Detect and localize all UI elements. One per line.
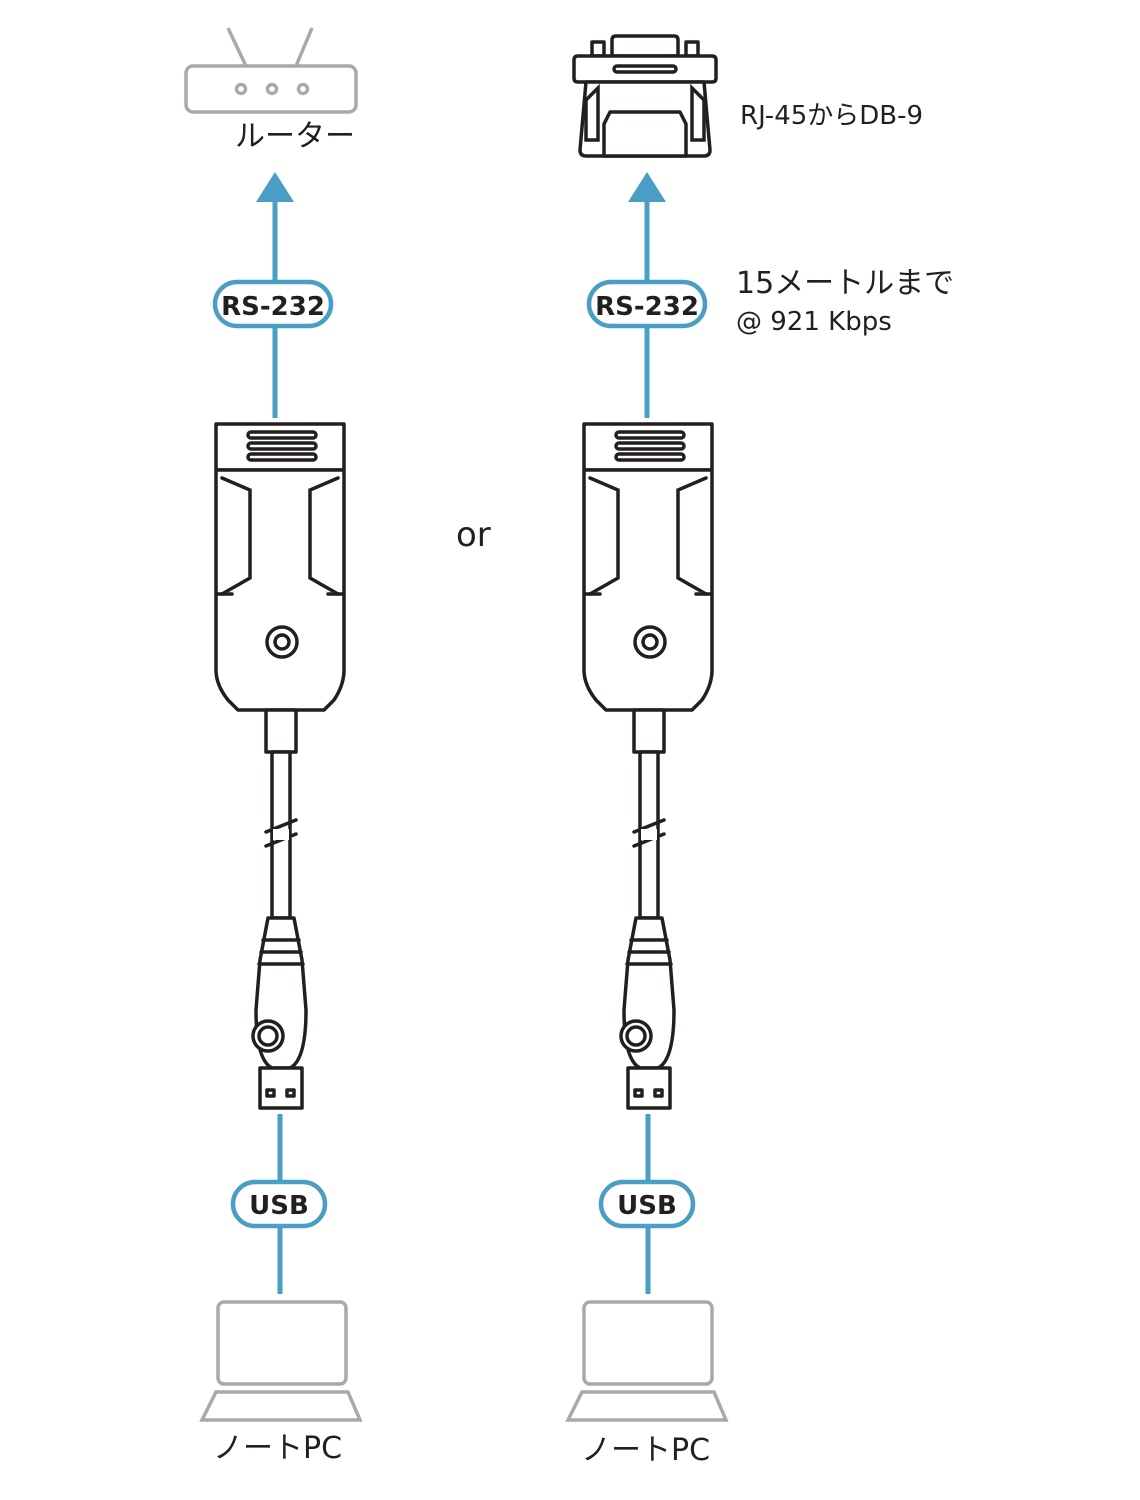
laptop-label-right: ノートPC	[581, 1433, 710, 1468]
left-connection-chain: RS-232	[199, 172, 363, 1466]
usb-plug-left	[251, 916, 308, 1110]
rs232-pill-label: RS-232	[221, 292, 325, 322]
usb-pill-label: USB	[617, 1191, 677, 1221]
usb-pill-right: USB	[598, 1179, 696, 1229]
right-connection-chain: RS-232	[565, 172, 729, 1468]
rs232-pill-left: RS-232	[212, 279, 334, 329]
adapter-label: RJ-45からDB-9	[740, 101, 923, 131]
distance-label: 15メートルまで	[736, 266, 954, 301]
speed-label: @ 921 Kbps	[736, 307, 892, 337]
usb-pill-left: USB	[230, 1179, 328, 1229]
usb-plug-right	[619, 916, 676, 1110]
usb-pill-label: USB	[249, 1191, 309, 1221]
up-arrow-icon	[628, 172, 666, 202]
rs232-pill-label: RS-232	[595, 292, 699, 322]
router-label: ルーター	[235, 119, 355, 154]
up-arrow-icon	[256, 172, 294, 202]
cable-right	[632, 750, 666, 920]
router-icon	[184, 27, 358, 114]
or-label: or	[456, 515, 491, 555]
cable-left	[264, 750, 298, 920]
db9-adapter-icon	[572, 34, 718, 158]
laptop-icon	[199, 1300, 363, 1422]
laptop-label-left: ノートPC	[213, 1431, 342, 1466]
rs232-pill-right: RS-232	[586, 279, 708, 329]
usb-serial-converter-right	[582, 422, 714, 754]
usb-serial-converter-left	[214, 422, 346, 754]
laptop-icon	[565, 1300, 729, 1422]
